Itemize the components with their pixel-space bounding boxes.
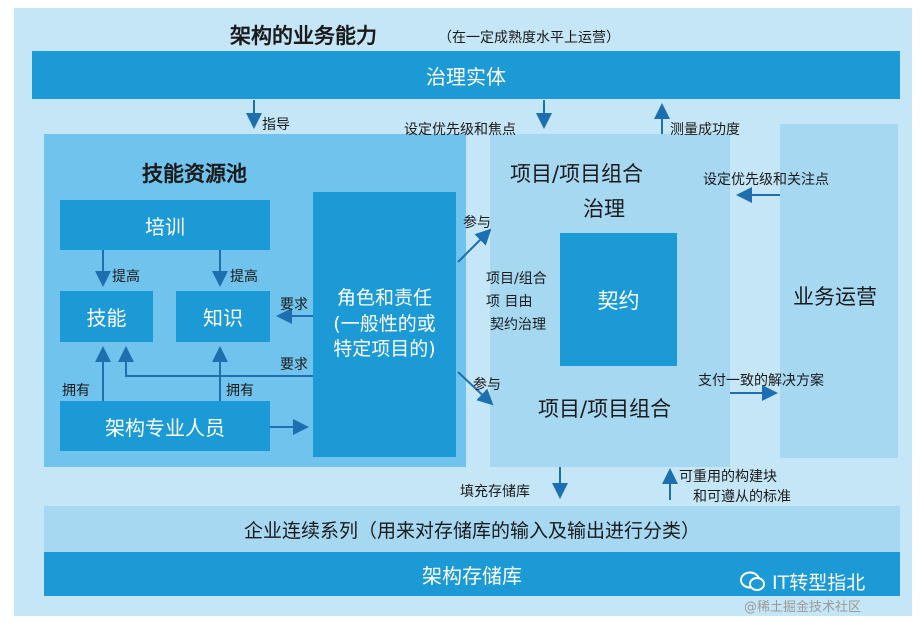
training-box: 培训 <box>60 200 270 250</box>
require-knowledge-label: 要求 <box>280 297 308 313</box>
diagram-title: 架构的业务能力 <box>230 24 377 48</box>
wechat-icon <box>740 571 765 591</box>
improve-knowledge-label: 提高 <box>230 269 258 285</box>
participate-bottom-arrow <box>457 371 494 406</box>
diagram-title-note: （在一定成熟度水平上运营） <box>438 30 620 46</box>
enterprise-continuum-label: 企业连续系列（用来对存储库的输入及输出进行分类） <box>243 519 700 542</box>
watermark-source: @稀土掘金技术社区 <box>744 600 862 615</box>
reusable-blocks-line-1: 可重用的构建块 <box>679 469 777 485</box>
require-skills-label: 要求 <box>280 357 308 373</box>
deliver-solution-label: 支付一致的解决方案 <box>698 373 824 389</box>
set-priority-attention-label: 设定优先级和关注点 <box>703 172 829 188</box>
enterprise-continuum-box: 企业连续系列（用来对存储库的输入及输出进行分类） <box>44 506 900 552</box>
own-skills-label: 拥有 <box>62 383 90 399</box>
skills-pool-title: 技能资源池 <box>142 162 247 186</box>
measure-success-label: 测量成功度 <box>670 122 740 138</box>
populate-repository-label: 填充存储库 <box>460 484 530 500</box>
reusable-blocks-line-2: 和可遵从的标准 <box>693 489 791 505</box>
business-operations-box <box>780 124 898 458</box>
own-knowledge-label: 拥有 <box>226 383 254 399</box>
portfolio-label: 项目/项目组合 <box>538 397 672 421</box>
participate-bottom-label: 参与 <box>473 377 501 393</box>
architects-label: 架构专业人员 <box>105 415 225 440</box>
guide-label: 指导 <box>262 117 290 133</box>
knowledge-box: 知识 <box>176 291 270 342</box>
improve-skills-label: 提高 <box>112 269 140 285</box>
watermark-brand: IT转型指北 <box>772 572 866 594</box>
roles-line-3: 特定项目的) <box>333 338 436 361</box>
roles-line-2: (一般性的或 <box>333 312 436 335</box>
governance-entity-box: 治理实体 <box>32 51 900 99</box>
skills-box: 技能 <box>60 291 153 342</box>
portfolio-governance-label-1: 项目/项目组合 <box>510 162 644 186</box>
roles-box: 角色和责任 (一般性的或 特定项目的) <box>313 192 456 457</box>
architects-box: 架构专业人员 <box>60 401 270 451</box>
participate-top-label: 参与 <box>463 215 491 231</box>
require-skills-arrow <box>118 346 313 377</box>
governed-by-contract-line-1: 项目/组合 <box>486 271 547 287</box>
knowledge-label: 知识 <box>203 306 243 330</box>
governed-by-contract-line-3: 契约治理 <box>490 317 546 333</box>
roles-line-1: 角色和责任 <box>336 287 432 310</box>
portfolio-governance-label-2: 治理 <box>583 197 625 221</box>
set-priority-focus-label: 设定优先级和焦点 <box>404 122 516 138</box>
contract-label: 契约 <box>597 288 640 313</box>
watermark: IT转型指北 @稀土掘金技术社区 <box>740 566 910 618</box>
governed-by-contract-line-2: 项 目由 <box>486 294 533 310</box>
contract-box: 契约 <box>560 233 677 366</box>
architecture-repository-label: 架构存储库 <box>422 563 522 588</box>
participate-top-arrow <box>457 228 492 263</box>
skills-label: 技能 <box>86 306 127 330</box>
training-label: 培训 <box>145 214 185 239</box>
business-operations-label: 业务运营 <box>793 285 877 309</box>
governance-entity-label: 治理实体 <box>426 64 506 89</box>
